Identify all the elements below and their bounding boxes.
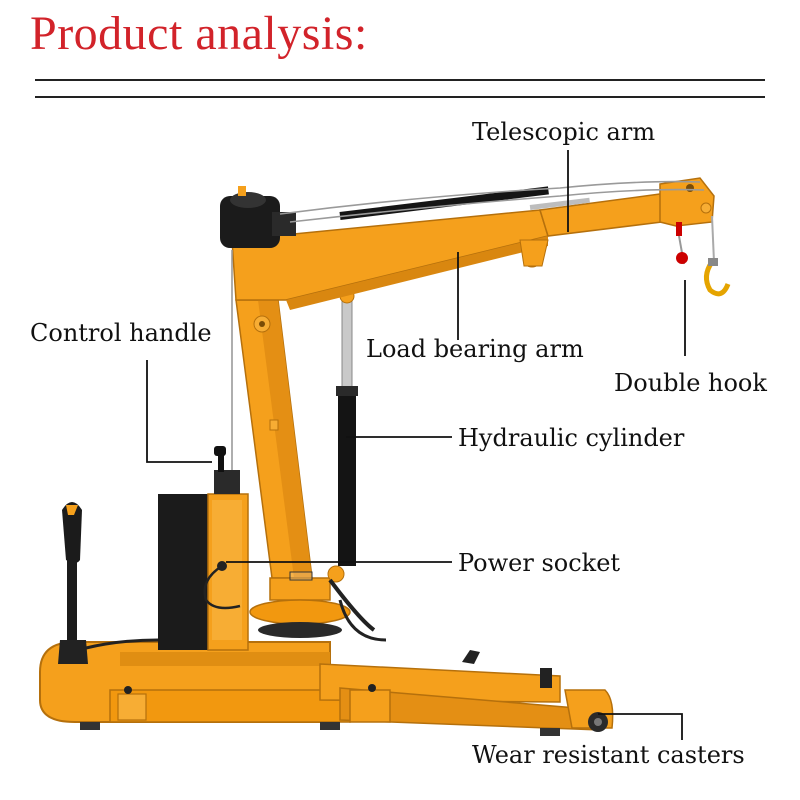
crane-base [39,641,601,736]
steering-tiller [58,502,159,664]
label-power-socket: Power socket [458,549,621,577]
winch-motor [220,186,296,248]
leader-control-handle [146,360,212,463]
label-wear-resistant-casters: Wear resistant casters [472,741,745,769]
hydraulic-cylinder-part [327,288,387,642]
title-divider-bottom [35,96,765,98]
label-double-hook: Double hook [614,369,767,397]
crane-mast [235,299,351,638]
wire-ropes [231,180,705,470]
power-unit-box [158,493,249,651]
label-load-bearing-arm: Load bearing arm [366,335,584,363]
double-hook-part [676,215,731,297]
label-hydraulic-cylinder: Hydraulic cylinder [458,424,685,452]
load-bearing-arm-part [231,209,549,310]
label-control-handle: Control handle [30,319,212,347]
control-handle-part [214,446,240,494]
label-telescopic-arm: Telescopic arm [472,118,656,146]
front-caster [564,689,614,732]
title-divider-top [35,79,765,81]
leader-lines [146,150,686,740]
leader-wear-resistant-casters [598,713,683,740]
page-title: Product analysis: [30,7,368,60]
